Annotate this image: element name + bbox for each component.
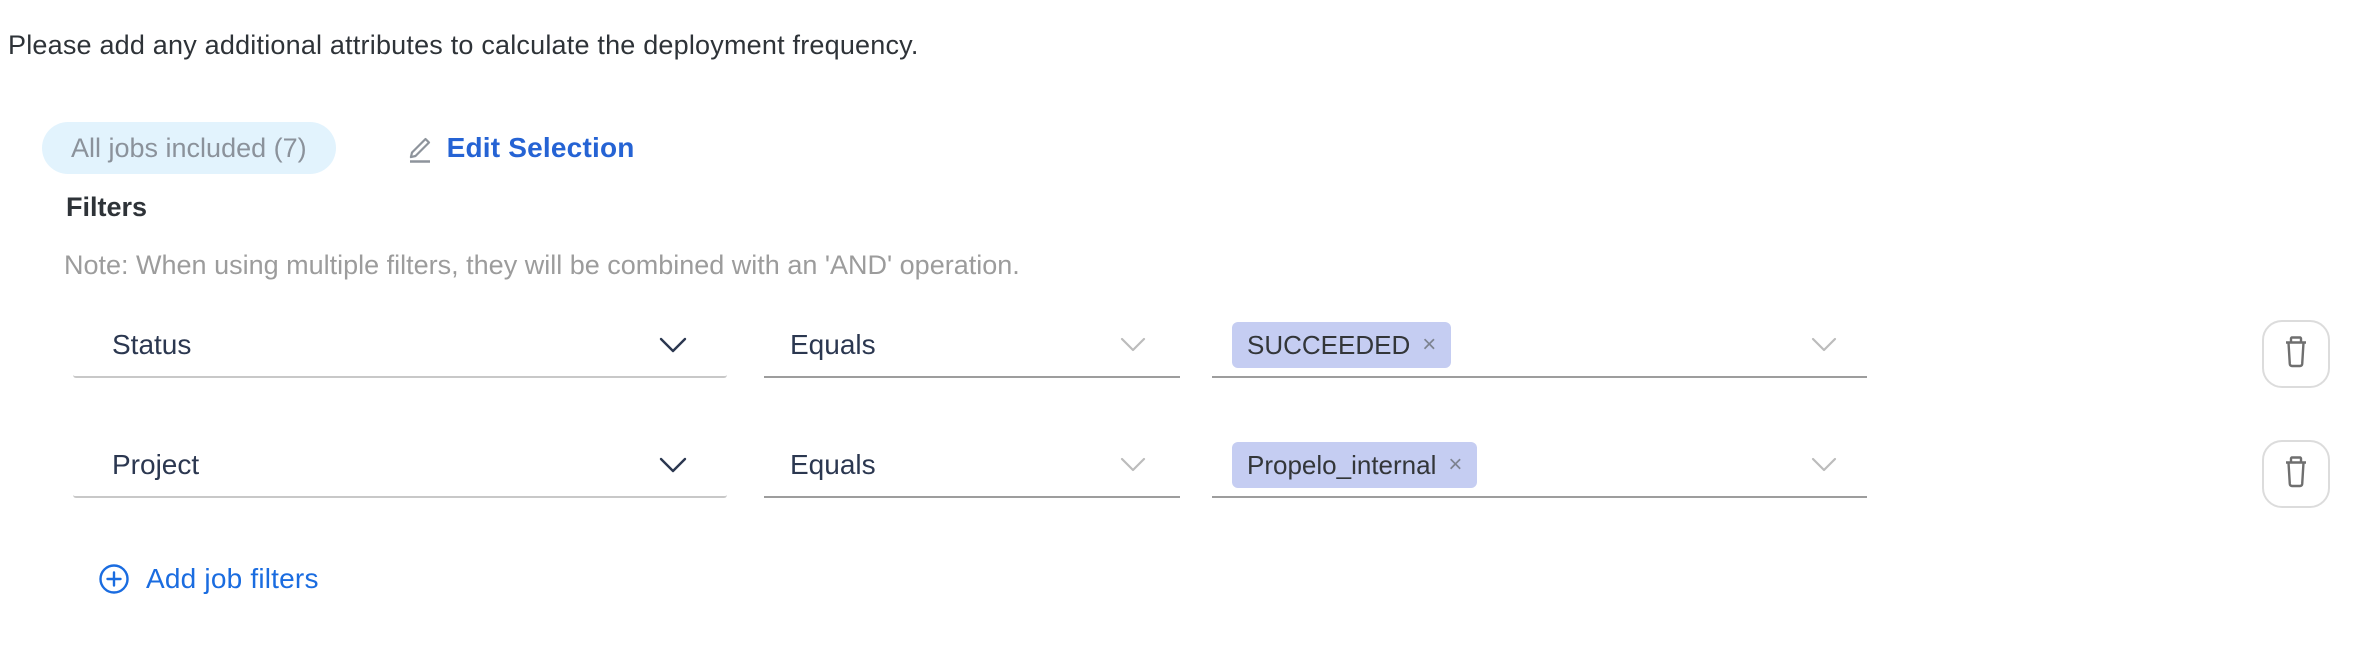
add-job-filters-button[interactable]: Add job filters bbox=[98, 563, 319, 595]
trash-icon bbox=[2280, 334, 2312, 375]
chevron-down-icon bbox=[659, 337, 687, 354]
filters-heading: Filters bbox=[66, 192, 148, 222]
jobs-summary-row: All jobs included (7) Edit Selection bbox=[42, 122, 635, 174]
remove-tag-icon[interactable]: × bbox=[1448, 451, 1463, 478]
value-tag-label: SUCCEEDED bbox=[1247, 329, 1411, 360]
chevron-down-icon bbox=[1811, 457, 1837, 473]
operator-select-value: Equals bbox=[790, 449, 876, 480]
chevron-down-icon bbox=[1811, 337, 1837, 353]
value-tag-label: Propelo_internal bbox=[1247, 449, 1437, 480]
chevron-down-icon bbox=[1120, 337, 1146, 353]
edit-selection-label: Edit Selection bbox=[446, 132, 635, 163]
edit-selection-link[interactable]: Edit Selection bbox=[406, 132, 635, 164]
add-job-filters-label: Add job filters bbox=[146, 563, 319, 594]
attribute-select[interactable]: Project bbox=[73, 434, 727, 498]
pencil-underline-icon bbox=[406, 132, 436, 164]
attribute-select-value: Status bbox=[112, 329, 192, 360]
attribute-select[interactable]: Status bbox=[73, 314, 727, 378]
remove-tag-icon[interactable]: × bbox=[1422, 331, 1437, 358]
jobs-included-badge: All jobs included (7) bbox=[42, 122, 336, 174]
operator-select[interactable]: Equals bbox=[764, 434, 1180, 498]
chevron-down-icon bbox=[1120, 457, 1146, 473]
value-tag: Propelo_internal × bbox=[1232, 442, 1478, 488]
instruction-text: Please add any additional attributes to … bbox=[8, 30, 919, 60]
operator-select-value: Equals bbox=[790, 329, 876, 360]
delete-filter-button[interactable] bbox=[2262, 440, 2330, 508]
operator-select[interactable]: Equals bbox=[764, 314, 1180, 378]
filter-row-project: Project Equals Propelo_internal × bbox=[73, 434, 2330, 508]
attribute-select-value: Project bbox=[112, 449, 200, 480]
value-multiselect[interactable]: SUCCEEDED × bbox=[1212, 314, 1867, 378]
delete-filter-button[interactable] bbox=[2262, 320, 2330, 388]
value-tag: SUCCEEDED × bbox=[1232, 322, 1452, 368]
trash-icon bbox=[2280, 454, 2312, 495]
filter-row-status: Status Equals SUCCEEDED × bbox=[73, 314, 2330, 388]
filters-note: Note: When using multiple filters, they … bbox=[64, 250, 1020, 280]
plus-circle-icon bbox=[98, 563, 130, 595]
filter-rows: Status Equals SUCCEEDED × bbox=[73, 314, 2330, 554]
value-multiselect[interactable]: Propelo_internal × bbox=[1212, 434, 1867, 498]
chevron-down-icon bbox=[659, 457, 687, 474]
jobs-included-badge-label: All jobs included (7) bbox=[71, 132, 307, 163]
